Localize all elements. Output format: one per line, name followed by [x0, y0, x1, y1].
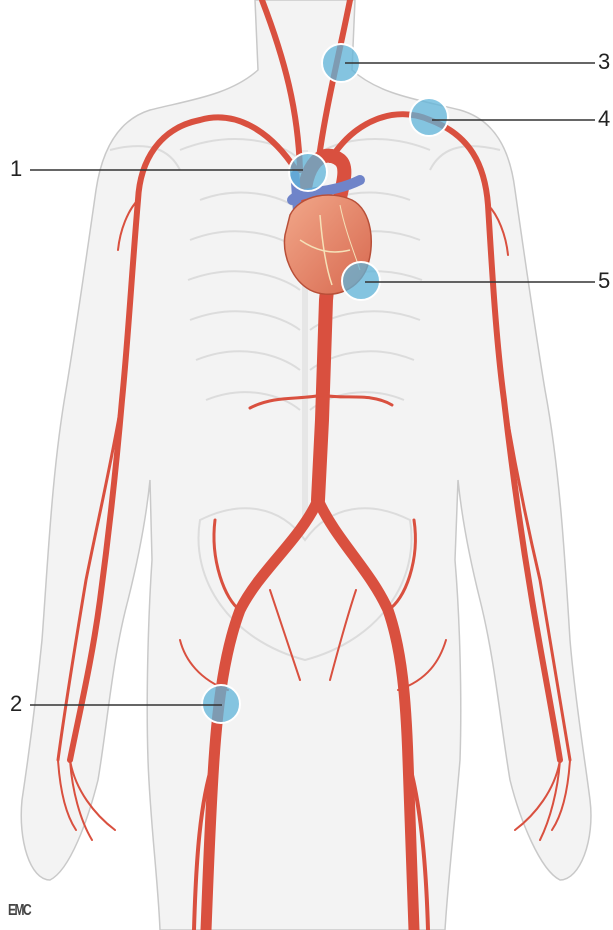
callout-number-5: 5: [598, 270, 610, 292]
emc-logo: EMC: [8, 902, 30, 920]
pulse-point-5: [342, 262, 380, 300]
callout-number-3: 3: [598, 51, 610, 73]
callout-number-4: 4: [598, 108, 610, 130]
pulse-point-4: [410, 98, 448, 136]
pulse-point-2: [202, 685, 240, 723]
callout-number-2: 2: [10, 693, 22, 715]
callout-number-1: 1: [10, 158, 22, 180]
pulse-point-1: [289, 153, 327, 191]
